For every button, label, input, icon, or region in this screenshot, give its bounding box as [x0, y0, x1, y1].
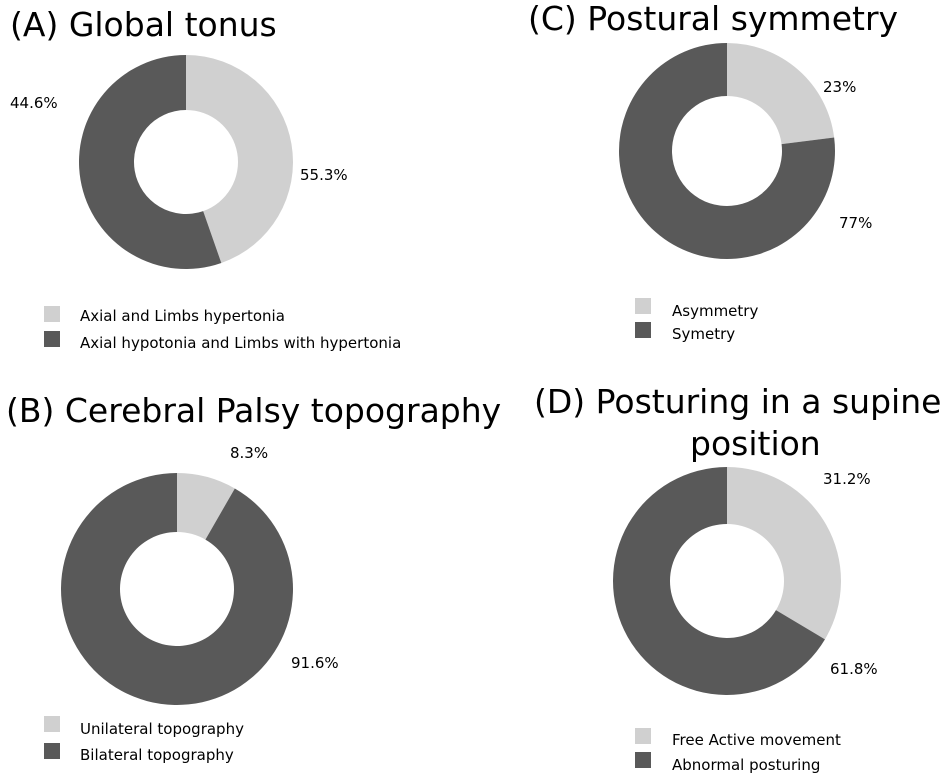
panel-d: (D) Posturing in a supine position 31.2%…	[534, 382, 941, 774]
panel-d-title-line-2: position	[690, 424, 821, 463]
panel-d-title-line-1: (D) Posturing in a supine	[534, 382, 941, 421]
panel-b: (B) Cerebral Palsy topography 8.3% 91.6%…	[6, 391, 501, 764]
panel-d-legend-label-1: Abnormal posturing	[672, 756, 820, 774]
panel-c-legend-swatch-1	[635, 322, 651, 338]
panel-b-legend-swatch-1	[44, 743, 60, 759]
panel-c-legend-label-1: Symetry	[672, 325, 735, 343]
panel-b-legend-swatch-0	[44, 716, 60, 732]
panel-b-donut	[60, 473, 293, 705]
panel-d-value-label-0: 31.2%	[823, 470, 871, 488]
panel-b-title: (B) Cerebral Palsy topography	[6, 391, 501, 430]
panel-a-legend-label-1: Axial hypotonia and Limbs with hypertoni…	[80, 334, 401, 352]
panel-a-donut	[78, 55, 293, 269]
donut-slice-light-3	[727, 467, 841, 640]
panel-d-value-label-1: 61.8%	[830, 660, 878, 678]
donut-slice-dark-0	[78, 55, 222, 269]
panel-c-value-label-1: 77%	[839, 214, 872, 232]
panel-a-legend-swatch-1	[44, 331, 60, 347]
panel-d-legend-swatch-1	[635, 752, 651, 768]
panel-c-donut	[619, 43, 835, 259]
donut-slice-light-1	[177, 473, 235, 540]
panel-a-legend-label-0: Axial and Limbs hypertonia	[80, 307, 285, 325]
panel-c-value-label-0: 23%	[823, 78, 856, 96]
panel-d-legend-swatch-0	[635, 728, 651, 744]
panel-b-value-label-1: 91.6%	[291, 654, 339, 672]
donut-slice-dark-3	[613, 467, 825, 696]
donut-slice-light-0	[186, 55, 293, 263]
panel-c-legend-swatch-0	[635, 298, 651, 314]
panel-d-donut	[613, 467, 841, 696]
donut-slice-dark-1	[60, 473, 293, 705]
panel-c-title: (C) Postural symmetry	[528, 0, 898, 38]
panel-c: (C) Postural symmetry 23% 77% Asymmetry …	[528, 0, 898, 343]
panel-c-legend-label-0: Asymmetry	[672, 302, 758, 320]
panel-a: (A) Global tonus 44.6% 55.3% Axial and L…	[10, 5, 401, 352]
panel-d-legend-label-0: Free Active movement	[672, 731, 841, 749]
donut-slice-dark-2	[619, 43, 835, 259]
panel-a-value-label-0: 44.6%	[10, 94, 58, 112]
panel-b-legend-label-0: Unilateral topography	[80, 720, 244, 738]
panel-a-value-label-1: 55.3%	[300, 166, 348, 184]
panel-b-value-label-0: 8.3%	[230, 444, 268, 462]
donut-slice-light-2	[727, 43, 835, 145]
panel-a-title: (A) Global tonus	[10, 5, 277, 44]
panel-b-legend-label-1: Bilateral topography	[80, 746, 234, 764]
panel-a-legend-swatch-0	[44, 306, 60, 322]
